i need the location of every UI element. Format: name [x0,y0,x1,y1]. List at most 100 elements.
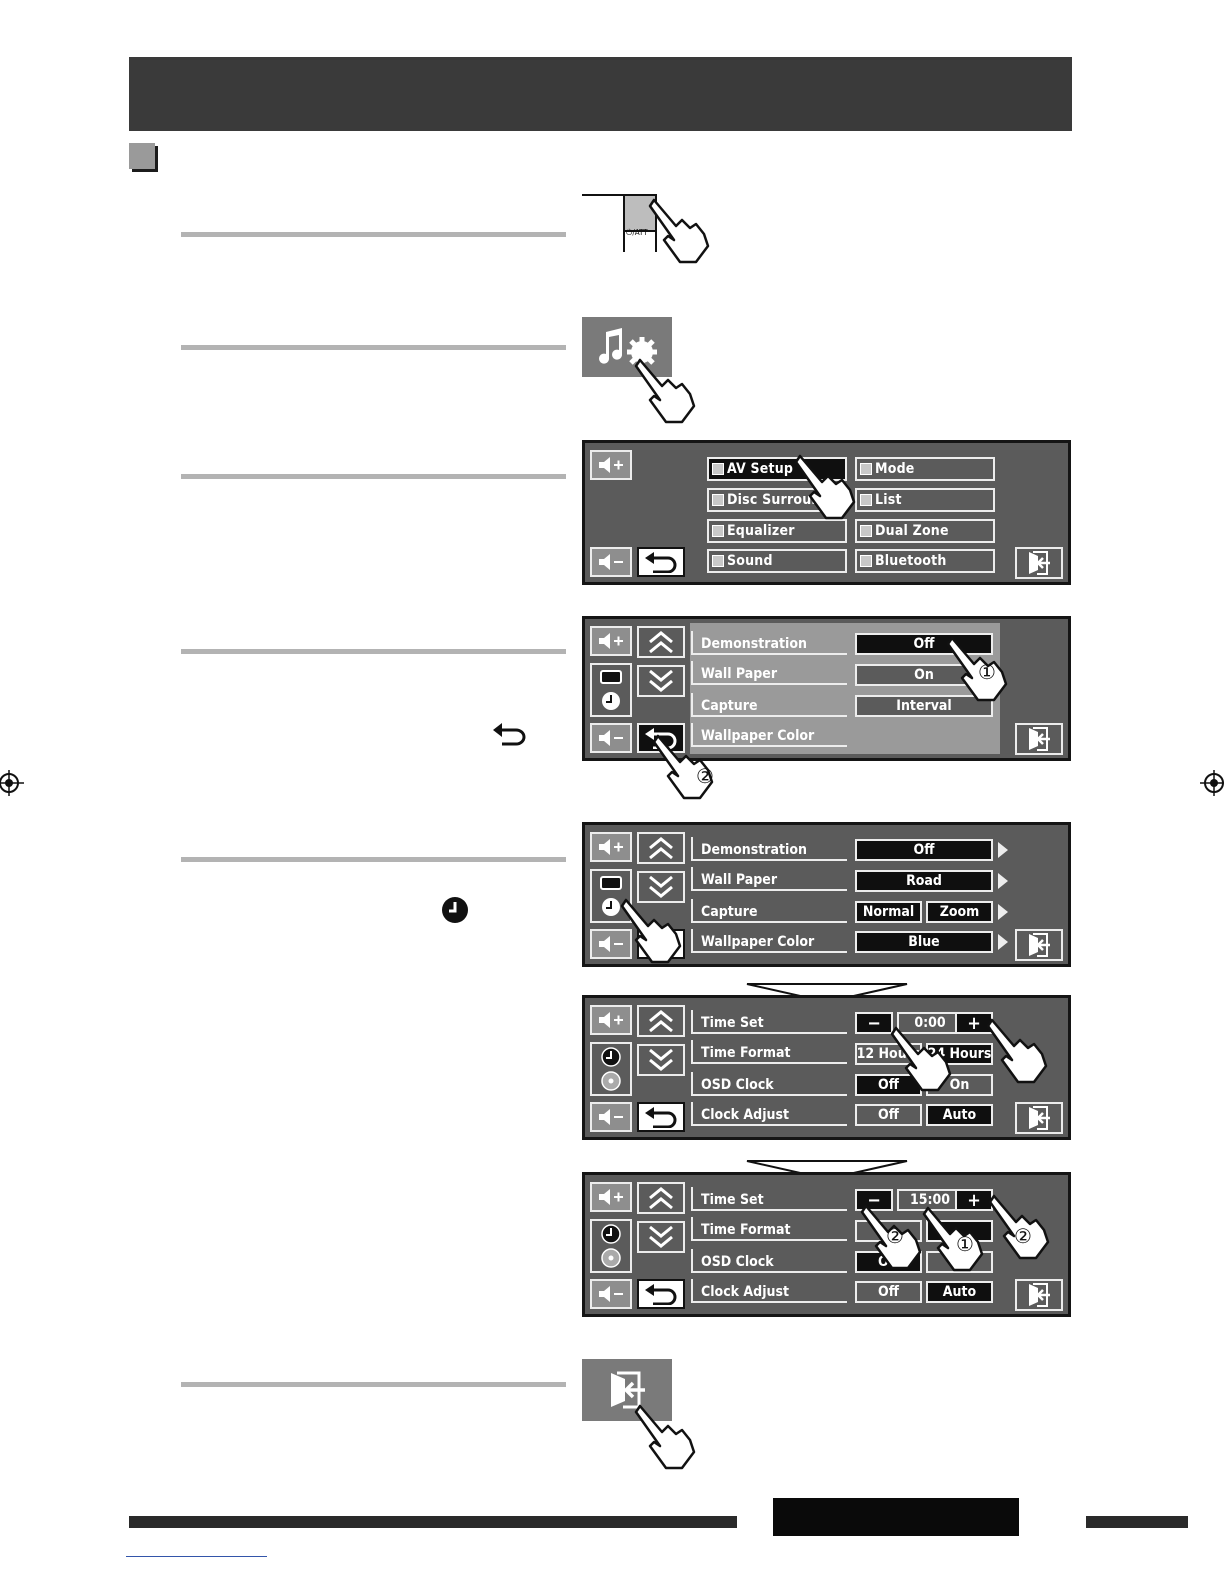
clock-settings-panel-a: Time Set Time Format OSD Clock Clock Adj… [582,995,1071,1140]
time-minus-button[interactable]: − [855,1012,893,1034]
scroll-down-button[interactable] [637,1044,685,1076]
volume-up-button[interactable] [590,450,632,480]
clock-display-toggle[interactable] [590,1219,632,1273]
arrow-right-icon[interactable] [998,934,1008,950]
row-capture[interactable]: Capture [691,693,847,717]
registration-mark-icon [1200,770,1224,796]
volume-down-button[interactable] [590,547,632,577]
exit-button[interactable] [1015,929,1063,961]
row-time-set[interactable]: Time Set [691,1187,847,1211]
footer-link-line [126,1556,267,1557]
exit-button[interactable] [1015,1279,1063,1311]
row-demonstration[interactable]: Demonstration [691,837,847,861]
equalizer-icon [712,525,724,537]
scroll-up-button[interactable] [637,1182,685,1214]
av-menu-button[interactable] [582,317,672,377]
scroll-up-button[interactable] [637,626,685,658]
volume-down-button[interactable] [590,1102,632,1132]
clock-adjust-auto[interactable]: Auto [926,1281,993,1303]
row-time-format[interactable]: Time Format [691,1040,847,1064]
arrow-right-icon[interactable] [998,842,1008,858]
menu-list[interactable]: List [855,488,995,512]
scroll-up-button[interactable] [637,1005,685,1037]
arrow-right-icon[interactable] [998,873,1008,889]
row-osd-clock[interactable]: OSD Clock [691,1072,847,1096]
clock-adjust-auto[interactable]: Auto [926,1104,993,1126]
double-chevron-down-icon [649,669,673,692]
speaker-plus-icon [599,1189,623,1205]
time-plus-button[interactable]: + [955,1012,993,1034]
step-5-line [181,857,566,862]
time-minus-button[interactable]: − [855,1189,893,1211]
menu-mode[interactable]: Mode [855,457,995,481]
menu-label: Disc Surround [727,492,830,508]
row-capture[interactable]: Capture [691,899,847,923]
menu-label: Dual Zone [875,523,949,539]
volume-down-button[interactable] [590,723,632,753]
scroll-down-button[interactable] [637,665,685,697]
option-interval[interactable]: Interval [855,695,993,717]
exit-button[interactable] [1015,723,1063,755]
wall-paper-value[interactable]: Road [855,870,993,892]
row-osd-clock[interactable]: OSD Clock [691,1249,847,1273]
volume-up-button[interactable] [590,1182,632,1212]
volume-up-button[interactable] [590,832,632,862]
row-time-format[interactable]: Time Format [691,1217,847,1241]
pointing-hand-icon [634,1404,696,1470]
osd-clock-off[interactable]: Off [855,1074,922,1096]
down-arrow-icon [746,983,908,1003]
back-icon [493,723,526,746]
clock-adjust-off[interactable]: Off [855,1104,922,1126]
row-wallpaper-color[interactable]: Wallpaper Color [691,723,847,747]
back-button[interactable] [637,547,685,577]
display-clock-toggle[interactable] [590,663,632,717]
scroll-down-button[interactable] [637,871,685,903]
exit-button[interactable] [1015,547,1063,579]
row-demonstration[interactable]: Demonstration [691,631,847,655]
capture-zoom[interactable]: Zoom [926,901,993,923]
footer-page-tab [773,1498,1019,1536]
scroll-down-button[interactable] [637,1221,685,1253]
row-time-set[interactable]: Time Set [691,1010,847,1034]
row-clock-adjust[interactable]: Clock Adjust [691,1279,847,1303]
pointing-hand-icon [794,454,856,520]
double-chevron-down-icon [649,1048,673,1071]
double-chevron-up-icon [649,837,673,860]
back-button[interactable] [637,1102,685,1132]
exit-button[interactable] [1015,1102,1063,1134]
down-arrow-icon [746,1160,908,1180]
volume-up-button[interactable] [590,1005,632,1035]
row-clock-adjust[interactable]: Clock Adjust [691,1102,847,1126]
mode-icon [860,463,872,475]
volume-down-button[interactable] [590,1279,632,1309]
menu-bluetooth[interactable]: Bluetooth [855,549,995,573]
step-callout: ② [886,1224,904,1248]
menu-av-setup[interactable]: AV Setup [707,457,847,481]
volume-up-button[interactable] [590,626,632,656]
row-wall-paper[interactable]: Wall Paper [691,661,847,685]
scroll-up-button[interactable] [637,832,685,864]
row-wall-paper[interactable]: Wall Paper [691,867,847,891]
menu-label: List [875,492,902,508]
wallpaper-color-value[interactable]: Blue [855,931,993,953]
display-clock-toggle[interactable] [590,869,632,923]
menu-equalizer[interactable]: Equalizer [707,519,847,543]
demonstration-value[interactable]: Off [855,839,993,861]
menu-label: Sound [727,553,773,569]
speaker-minus-icon [599,554,623,570]
capture-normal[interactable]: Normal [855,901,922,923]
back-button[interactable] [637,1279,685,1309]
menu-sound[interactable]: Sound [707,549,847,573]
clock-adjust-off[interactable]: Off [855,1281,922,1303]
step-callout: ① [956,1232,974,1256]
exit-door-icon [1029,933,1050,957]
row-wallpaper-color[interactable]: Wallpaper Color [691,929,847,953]
arrow-right-icon[interactable] [998,904,1008,920]
clock-display-toggle[interactable] [590,1042,632,1096]
option-on[interactable]: On [855,664,993,686]
registration-mark-icon [0,770,24,796]
menu-dual-zone[interactable]: Dual Zone [855,519,995,543]
footer-rule-right [1086,1516,1188,1528]
volume-down-button[interactable] [590,929,632,959]
exit-button-large[interactable] [582,1359,672,1421]
